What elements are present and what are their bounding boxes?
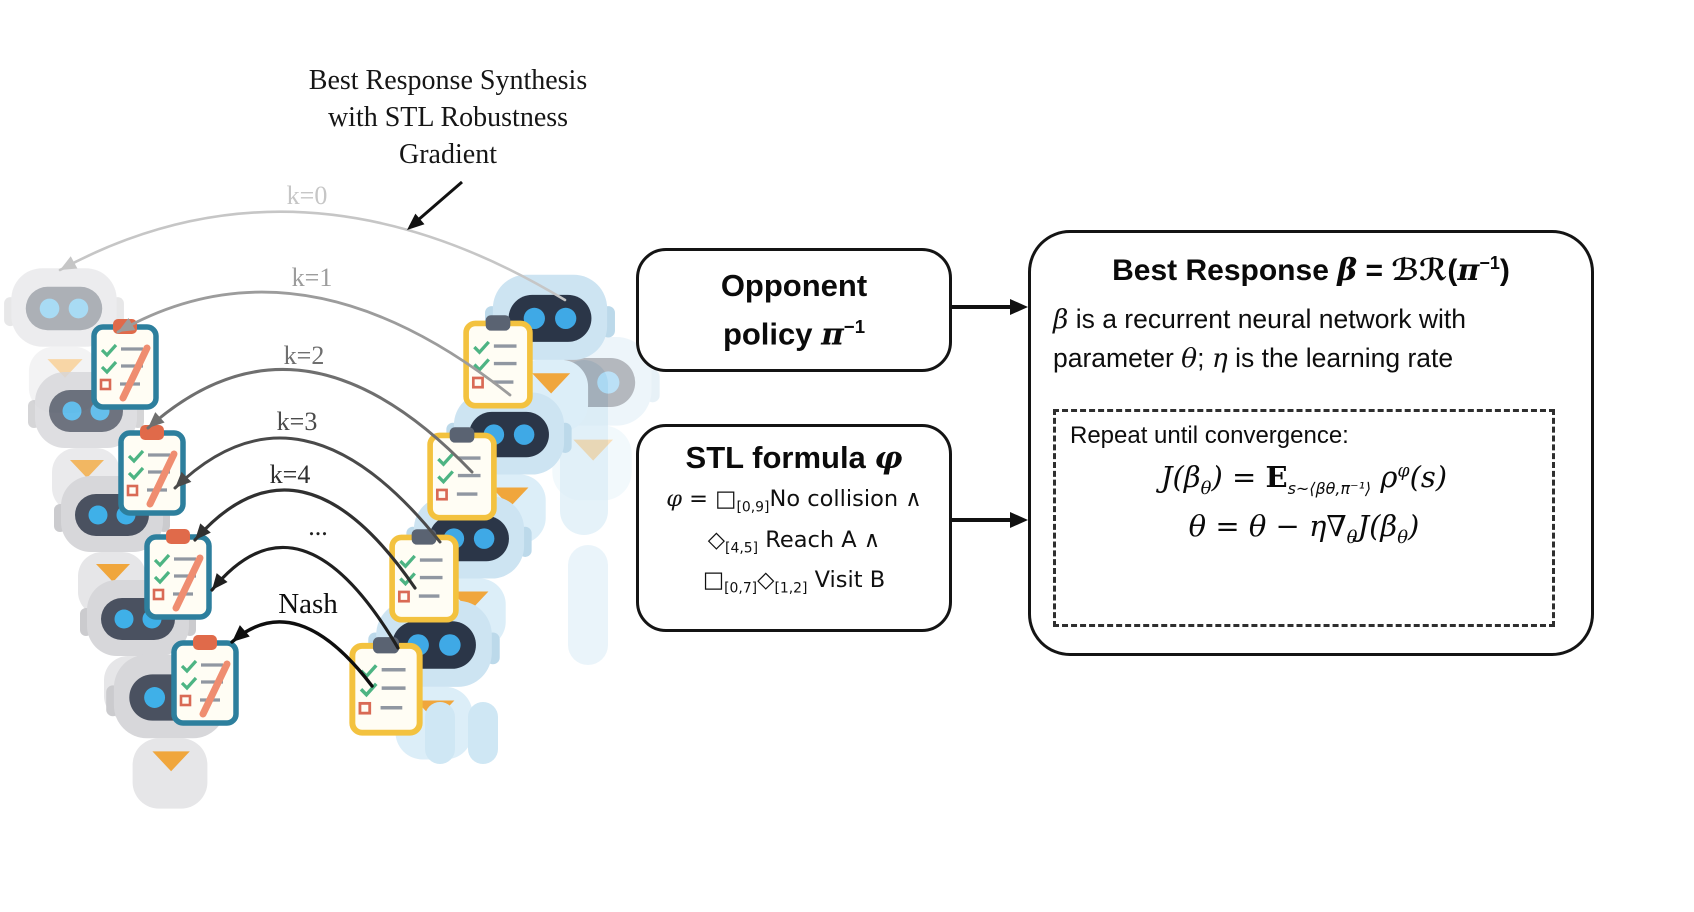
iteration-label-k2: k=2	[283, 341, 325, 370]
stl-formula-box: STL formula φ φ = □[0,9]No collision ∧ ◇…	[636, 424, 952, 632]
flow-arrow-stl-to-br	[948, 512, 1028, 528]
iteration-label-k3: k=3	[276, 407, 318, 436]
flow-arrow-opponent-to-br	[948, 299, 1028, 315]
iteration-label-nash: Nash	[278, 588, 338, 620]
teal-clipboard-icon	[94, 319, 156, 407]
repeat-until-convergence-label: Repeat until convergence:	[1070, 422, 1349, 449]
iteration-arc-k4	[193, 488, 417, 590]
stl-formula-line3: □[0,7]◇[1,2] Visit B	[702, 567, 886, 597]
title-pointer-arrow-icon	[407, 180, 463, 230]
phi-symbol: φ	[874, 440, 903, 476]
iteration-label-k4: k=4	[269, 460, 311, 489]
opponent-policy-box: Opponent policy π−1	[636, 248, 952, 372]
blue-robot-leg-shape	[425, 702, 455, 764]
best-response-description: β is a recurrent neural network with par…	[1053, 304, 1466, 374]
opponent-policy-label: Opponent policy π−1	[720, 267, 868, 353]
pi-symbol: π	[821, 316, 844, 353]
teal-clipboard-icon	[121, 425, 183, 513]
iteration-arc-k2	[146, 367, 474, 474]
faded-robot-leg-shape	[568, 545, 608, 665]
iteration-arc-k0	[58, 210, 567, 302]
convergence-loop-box: Repeat until convergence: J(βθ) = Es~⟨βθ…	[1053, 409, 1555, 627]
stl-formula-title: STL formula φ	[685, 440, 903, 476]
stl-formula-text: φ = □[0,9]No collision ∧ ◇[4,5] Reach A …	[639, 483, 949, 605]
expectation-symbol: E	[1265, 460, 1288, 494]
best-response-title: Best Response β = ℬℛ(π−1)	[1112, 253, 1510, 288]
iteration-label-ellipsis: ...	[308, 512, 328, 541]
iteration-arc-k1	[116, 290, 512, 397]
stl-formula-line2: ◇[4,5] Reach A ∧	[707, 526, 881, 557]
teal-clipboard-icon	[147, 529, 209, 617]
equation-objective: J(βθ) = Es~⟨βθ,π⁻¹⟩ ρφ(s)	[1160, 460, 1448, 499]
stl-formula-line1: φ = □[0,9]No collision ∧	[666, 486, 922, 516]
pi-symbol: π	[1457, 253, 1480, 288]
illustration-title-line1: Best Response Synthesis	[308, 65, 588, 96]
best-response-box: Best Response β = ℬℛ(π−1) β is a recurre…	[1028, 230, 1594, 656]
iteration-arc-ellipsis	[210, 545, 400, 650]
iteration-arc-nash	[230, 620, 374, 688]
blue-robot-leg-shape	[468, 702, 498, 764]
yellow-clipboard-icon	[392, 529, 456, 620]
iteration-label-k0: k=0	[286, 181, 328, 210]
iteration-label-k1: k=1	[291, 263, 333, 292]
yellow-clipboard-icon	[466, 315, 530, 406]
yellow-clipboard-icon	[352, 637, 419, 733]
iteration-arc-k3	[173, 436, 442, 544]
illustration-title-line3: Gradient	[399, 139, 497, 170]
best-response-operator: ℬℛ	[1391, 253, 1448, 288]
teal-clipboard-icon	[174, 635, 236, 723]
illustration-title: Best Response Synthesis with STL Robustn…	[246, 62, 650, 173]
equation-gradient-update: θ = θ − η∇θJ(βθ)	[1188, 508, 1420, 548]
beta-symbol: β	[1337, 253, 1358, 288]
illustration-title-line2: with STL Robustness	[327, 102, 569, 133]
